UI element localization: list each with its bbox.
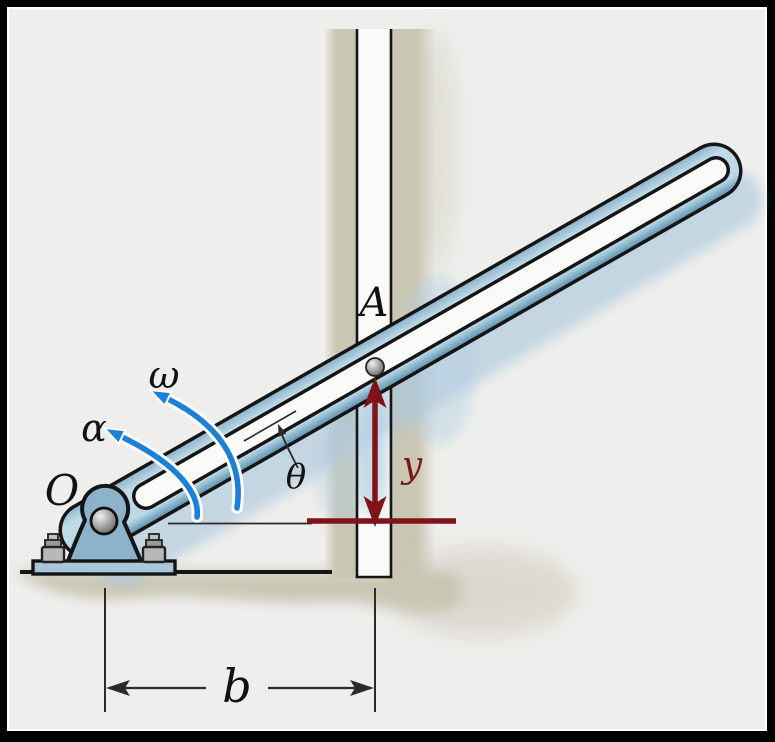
theta-label: θ xyxy=(286,457,306,497)
y-label: y xyxy=(400,445,423,486)
y-arrowhead-up-icon xyxy=(363,377,387,408)
omega-label: ω xyxy=(149,353,180,397)
b-label: b xyxy=(222,659,251,713)
arm-centerline xyxy=(243,410,297,442)
pivot-pin xyxy=(89,506,119,536)
guide-slot-outline xyxy=(355,29,393,579)
b-dimension xyxy=(104,588,376,712)
rotating-arm xyxy=(58,142,743,559)
omega-arrowhead-icon xyxy=(147,388,173,408)
guide-wall-soft-edge xyxy=(417,30,457,270)
alpha-arrow xyxy=(101,426,203,523)
base-plate xyxy=(31,559,177,576)
pin-label: A xyxy=(356,280,389,326)
arm-slot xyxy=(135,159,727,507)
pin-a xyxy=(365,357,385,377)
theta-arrowhead-icon xyxy=(278,424,287,437)
y-dimension xyxy=(307,377,456,527)
pivot-label: O xyxy=(45,466,79,515)
theta-arrow xyxy=(278,424,299,469)
b-arrowhead-left-icon xyxy=(106,680,130,696)
y-arrowhead-down-icon xyxy=(363,496,387,527)
b-arrowhead-right-icon xyxy=(350,680,374,696)
alpha-arrowhead-icon xyxy=(101,426,127,446)
ground-blob-right xyxy=(387,548,577,636)
bolt-left xyxy=(40,533,66,564)
alpha-label: α xyxy=(81,406,107,450)
bolt-right xyxy=(141,533,167,564)
omega-arrow xyxy=(147,388,244,514)
pivot-support xyxy=(31,483,177,576)
